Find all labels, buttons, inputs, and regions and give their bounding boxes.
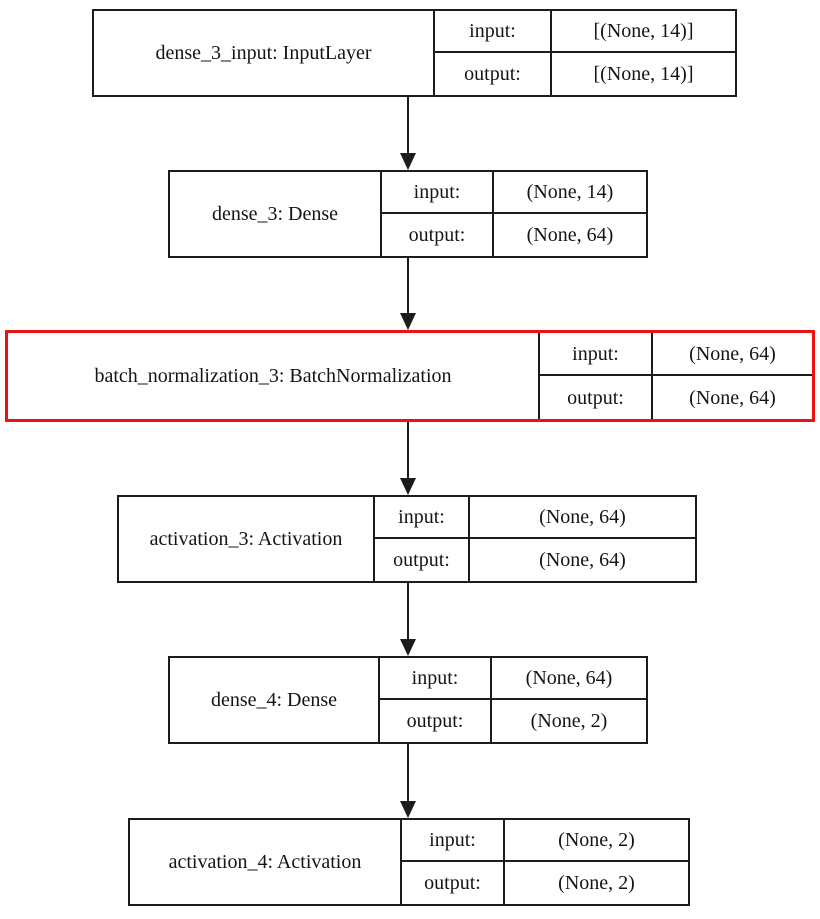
layer-node-dense-4: dense_4: Dense input: output: (None, 64)… <box>168 656 648 744</box>
output-label: output: <box>435 53 552 95</box>
layer-name: dense_3_input: InputLayer <box>94 11 435 95</box>
arrow-head-icon <box>400 801 416 818</box>
edge-arrow-batchnorm3-to-activation3 <box>400 422 416 495</box>
layer-node-dense-3-input: dense_3_input: InputLayer input: output:… <box>92 9 737 97</box>
layer-node-dense-3: dense_3: Dense input: output: (None, 14)… <box>168 170 648 258</box>
arrow-shaft <box>407 744 409 804</box>
input-shape-value: (None, 64) <box>492 658 646 700</box>
layer-node-activation-4: activation_4: Activation input: output: … <box>128 818 690 906</box>
arrow-shaft <box>407 422 409 481</box>
edge-arrow-input-to-dense3 <box>400 97 416 170</box>
input-label: input: <box>402 820 505 862</box>
arrow-shaft <box>407 258 409 316</box>
output-label: output: <box>382 214 494 256</box>
arrow-shaft <box>407 583 409 642</box>
arrow-shaft <box>407 97 409 156</box>
edge-arrow-dense3-to-batchnorm3 <box>400 258 416 330</box>
output-shape-value: (None, 64) <box>526 224 614 246</box>
output-label: output: <box>380 700 492 742</box>
input-label: input: <box>435 11 552 53</box>
arrow-head-icon <box>400 153 416 170</box>
input-label: input: <box>382 172 494 214</box>
output-label: output: <box>375 539 470 581</box>
output-shape-value: (None, 2) <box>530 710 608 732</box>
edge-arrow-activation3-to-dense4 <box>400 583 416 656</box>
input-label: input: <box>375 497 470 539</box>
layer-name: batch_normalization_3: BatchNormalizatio… <box>8 333 540 419</box>
input-label: input: <box>380 658 492 700</box>
layer-name: activation_3: Activation <box>119 497 375 581</box>
output-label: output: <box>540 376 653 419</box>
layer-name: dense_4: Dense <box>170 658 380 742</box>
output-shape-value: [(None, 14)] <box>593 63 694 85</box>
input-shape-value: [(None, 14)] <box>552 11 735 53</box>
arrow-head-icon <box>400 478 416 495</box>
layer-node-activation-3: activation_3: Activation input: output: … <box>117 495 697 583</box>
output-label: output: <box>402 862 505 904</box>
input-shape-value: (None, 64) <box>653 333 812 376</box>
arrow-head-icon <box>400 313 416 330</box>
input-label: input: <box>540 333 653 376</box>
edge-arrow-dense4-to-activation4 <box>400 744 416 818</box>
layer-name: activation_4: Activation <box>130 820 402 904</box>
layer-name: dense_3: Dense <box>170 172 382 256</box>
output-shape-value: (None, 64) <box>539 549 626 571</box>
input-shape-value: (None, 14) <box>494 172 646 214</box>
layer-node-batch-normalization-3: batch_normalization_3: BatchNormalizatio… <box>5 330 815 422</box>
input-shape-value: (None, 64) <box>470 497 695 539</box>
input-shape-value: (None, 2) <box>505 820 688 862</box>
output-shape-value: (None, 2) <box>558 872 635 894</box>
arrow-head-icon <box>400 639 416 656</box>
output-shape-value: (None, 64) <box>689 386 776 409</box>
